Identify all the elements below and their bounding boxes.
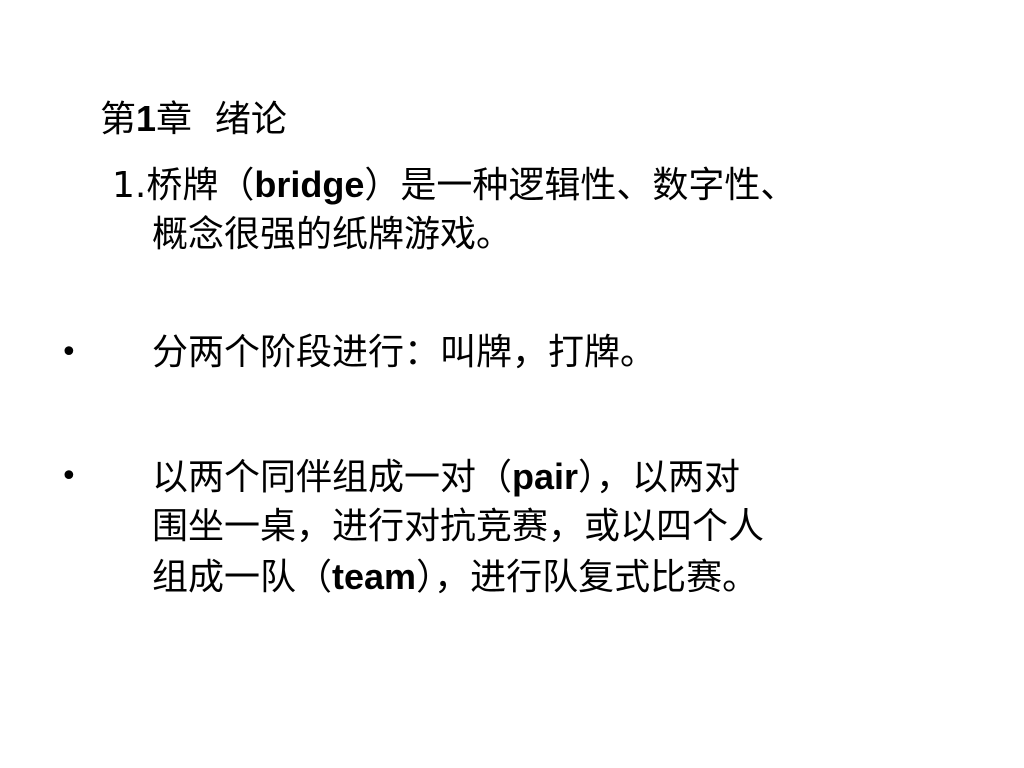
bullet-2-line-1: 以两个同伴组成一对（pair），以两对 [152, 454, 740, 501]
bullet-2-line-2: 围坐一桌，进行对抗竞赛，或以四个人 [152, 504, 764, 550]
slide-title: 第1章 绪论 [100, 96, 287, 143]
title-prefix: 第 [100, 99, 137, 140]
title-chapter-number: 1 [136, 98, 157, 139]
intro-line-2: 概念很强的纸牌游戏。 [152, 212, 512, 258]
bullet-marker-1: • [60, 335, 78, 370]
bullet-2-term-pair: pair [512, 456, 579, 497]
intro-term-bridge: bridge [254, 164, 365, 205]
bullet-1-text: 分两个阶段进行：叫牌，打牌。 [152, 330, 656, 376]
bullet-2-text-3a: 组成一队（ [152, 557, 333, 598]
intro-line-2-text: 概念很强的纸牌游戏。 [152, 214, 513, 255]
intro-text-c: ）是一种逻辑性、数字性、 [364, 165, 797, 206]
intro-line-1: 1.桥牌（bridge）是一种逻辑性、数字性、 [112, 162, 796, 209]
intro-text-a: .桥牌（ [134, 165, 255, 206]
bullet-marker-2: • [60, 459, 78, 494]
title-rest: 章 绪论 [156, 99, 287, 140]
bullet-2-text-3c: ），进行队复式比赛。 [416, 557, 759, 598]
bullet-2-text-a: 以两个同伴组成一对（ [152, 457, 513, 498]
bullet-1-line: 分两个阶段进行：叫牌，打牌。 [152, 332, 657, 373]
bullet-2-line-2-text: 围坐一桌，进行对抗竞赛，或以四个人 [152, 506, 765, 547]
bullet-2-line-3: 组成一队（team），进行队复式比赛。 [152, 554, 758, 601]
intro-number: 1 [112, 165, 135, 206]
bullet-2-text-c: ），以两对 [578, 457, 741, 498]
bullet-2-term-team: team [332, 556, 417, 597]
